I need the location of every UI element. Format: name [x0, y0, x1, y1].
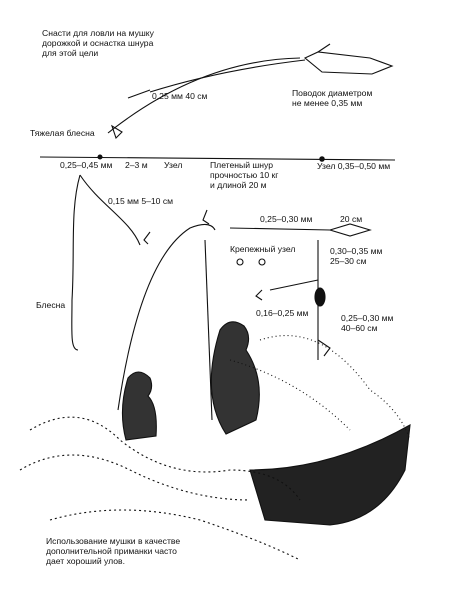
knot-right: Узел 0,35–0,50 мм — [317, 161, 391, 171]
boat-bottom-icon — [249, 423, 411, 526]
caption: Использование мушки в качестве дополните… — [46, 536, 181, 566]
len-20: 20 см — [340, 214, 363, 224]
leader-diameter-label: Поводок диаметром не менее 0,35 мм — [292, 88, 373, 108]
heavy-spoon-label: Тяжелая блесна — [30, 128, 95, 138]
leader-diam-top: 0,25 мм 40 см — [152, 91, 208, 101]
line-025-030b: 0,25–0,30 мм 40–60 см — [341, 313, 394, 333]
tackle-title: Снасти для ловли на мушку дорожкой и осн… — [42, 28, 154, 58]
line-030-035: 0,30–0,35 мм 25–30 см — [330, 246, 383, 266]
line-025-030: 0,25–0,30 мм — [260, 214, 313, 224]
boat-top-icon — [303, 51, 394, 75]
spoon-label: Блесна — [36, 300, 66, 310]
knot-left: Узел — [164, 160, 183, 170]
fastening-knot: Крепежный узел — [230, 244, 296, 254]
len-2-3: 2–3 м — [125, 160, 148, 170]
line-025-045: 0,25–0,45 мм — [60, 160, 113, 170]
line-016-025: 0,16–0,25 мм — [256, 308, 309, 318]
braided-line-label: Плетеный шнур прочностью 10 кг и длиной … — [210, 160, 279, 190]
line-015: 0,15 мм 5–10 см — [108, 196, 174, 206]
